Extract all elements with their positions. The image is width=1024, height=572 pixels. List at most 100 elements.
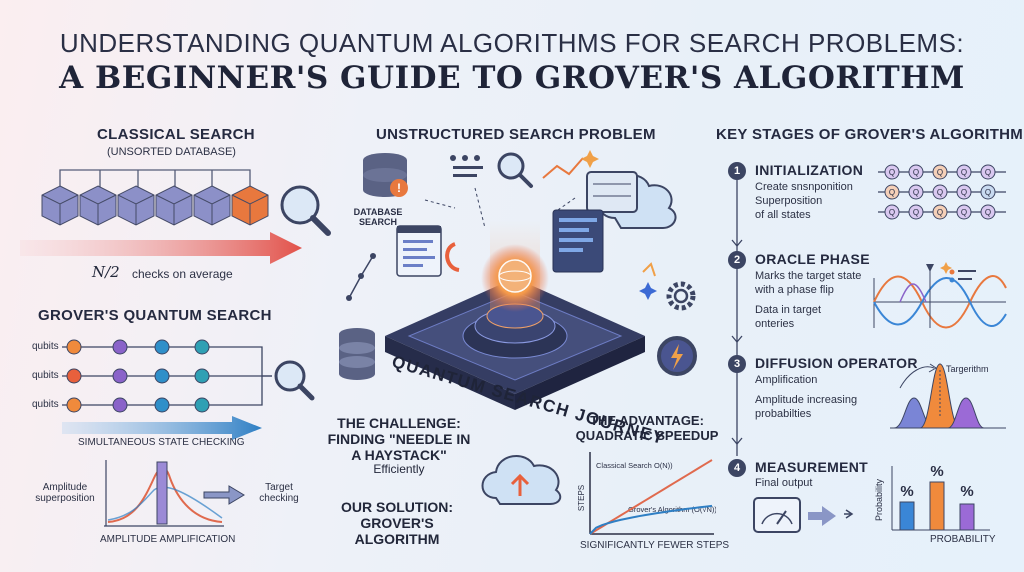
qubit-letter: Q (937, 188, 943, 197)
qubit-letter: Q (937, 208, 943, 217)
classical-diagram (20, 169, 331, 264)
stages-timeline (731, 176, 743, 456)
stage-1-number: 1 (728, 162, 746, 180)
page-title-line2: A BEGINNER'S GUIDE TO GROVER'S ALGORITHM (59, 60, 965, 96)
amp-left-label: Amplitude superposition (35, 482, 95, 504)
qubit-circuit (62, 339, 315, 440)
stage-4-title: MEASUREMENT (755, 459, 868, 475)
qubit-label-1: qubits (32, 341, 59, 352)
measurement-meter (753, 497, 854, 533)
stage-4-number: 4 (728, 459, 746, 477)
stage-3-line-1: Amplification (755, 374, 818, 386)
database-search-label: DATABASE SEARCH (353, 207, 403, 227)
database-cubes (41, 185, 269, 226)
stage-1-title: INITIALIZATION (755, 162, 864, 178)
series-line-1 (589, 504, 713, 535)
qubit-cell (908, 204, 924, 220)
cloud-upload-icon (481, 454, 562, 505)
svg-text:!: ! (397, 181, 401, 195)
lightning-gear-icon (657, 336, 697, 376)
qubit-cell (884, 164, 900, 180)
qubit-letter: Q (913, 168, 919, 177)
diffusion-peaks: Targerithm (890, 363, 1006, 429)
qubit-cell (956, 204, 972, 220)
qubit-letter: Q (889, 168, 895, 177)
page-title-line1: UNDERSTANDING QUANTUM ALGORITHMS FOR SEA… (59, 28, 965, 58)
diffusion-peak-label: Targerithm (946, 364, 989, 374)
stage-1-line-1: Create snsnponition (755, 181, 853, 193)
qubit-cell (980, 184, 996, 200)
series-label-classical: Classical Search O(N)) (596, 461, 673, 470)
qubit-letter: Q (961, 188, 967, 197)
advantage-text: THE ADVANTAGE: QUADRATIC SPEEDUP (575, 413, 719, 443)
qubit-cell (884, 184, 900, 200)
stage-3-line-4: probabilties (755, 408, 812, 420)
qubit-label-3: qubits (32, 399, 59, 410)
classical-arrow (20, 232, 302, 264)
classical-formula: N/2 (92, 263, 120, 281)
stage-1-line-2: Superposition (755, 195, 823, 207)
gear-icon (666, 281, 696, 311)
qubit-letter: Q (913, 208, 919, 217)
stage-4-line-1: Final output (755, 477, 813, 489)
qubit-letter: Q (913, 188, 919, 197)
prob-bar-1 (899, 501, 915, 531)
qubit-cell (908, 184, 924, 200)
advantage-caption: SIGNIFICANTLY FEWER STEPS (580, 540, 730, 551)
prob-percent-2: % (930, 463, 943, 480)
prob-percent-1: % (900, 483, 913, 500)
qubit-cell (980, 164, 996, 180)
classical-heading: CLASSICAL SEARCH (97, 126, 255, 143)
qubit-cell (932, 184, 948, 200)
qubit-cell (956, 184, 972, 200)
y-axis-label: STEPS (577, 485, 586, 511)
qubit-cell (884, 204, 900, 220)
probability-axis-label: Probability (874, 478, 884, 521)
classical-caption: checks on average (132, 267, 233, 281)
speedup-chart: STEPS Classical Search O(N)) Grover's Al… (577, 452, 716, 535)
probability-chart: Probability % % % (874, 463, 990, 531)
database-icon: ! (363, 153, 408, 197)
amp-right-label: Target checking (259, 482, 299, 504)
stage-3-title: DIFFUSION OPERATOR (755, 355, 918, 371)
stages-heading: KEY STAGES OF GROVER'S ALGORITHM (716, 126, 1024, 143)
qubit-letter: Q (961, 208, 967, 217)
stage-1-line-3: of all states (755, 209, 811, 221)
magnifier-icon (497, 152, 533, 188)
center-heading: UNSTRUCTURED SEARCH PROBLEM (376, 126, 656, 143)
classical-subheading: (UNSORTED DATABASE) (107, 146, 236, 158)
magnifier-icon (274, 360, 315, 401)
server-icon (586, 171, 638, 213)
qubit-cell (932, 204, 948, 220)
qubit-cell (908, 164, 924, 180)
qubit-letter: Q (961, 168, 967, 177)
challenge-text: THE CHALLENGE: FINDING "NEEDLE IN A HAYS… (327, 415, 471, 463)
stage-3-line-3: Amplitude increasing (755, 394, 858, 406)
stage-3-number: 3 (728, 355, 746, 373)
qubit-letter: Q (889, 208, 895, 217)
qubit-cell (932, 164, 948, 180)
prob-bar-3 (959, 503, 975, 531)
stage-2-line-4: Data in target (755, 304, 822, 316)
prob-bar-2 (929, 481, 945, 531)
qubit-letter: Q (937, 168, 943, 177)
qubit-letter: Q (985, 188, 991, 197)
challenge-sub: Efficiently (373, 462, 425, 476)
database-icon-large (339, 328, 375, 380)
stage-2-number: 2 (728, 251, 746, 269)
phase-flip-wave (873, 262, 1007, 329)
stage-2-line-2: with a phase flip (755, 284, 834, 296)
qubit-cell (980, 204, 996, 220)
probability-caption: PROBABILITY (930, 534, 996, 545)
quantum-platform-illustration: ! (339, 150, 697, 410)
stage-2-line-1: Marks the target state (755, 270, 862, 282)
amp-caption: AMPLITUDE AMPLIFICATION (100, 534, 236, 545)
qubit-cell (956, 164, 972, 180)
grover-search-heading: GROVER'S QUANTUM SEARCH (38, 307, 272, 324)
qubit-letter: Q (985, 168, 991, 177)
simultaneous-caption: SIMULTANEOUS STATE CHECKING (78, 437, 245, 448)
magnifier-icon (280, 185, 331, 236)
series-label-grover: Grover's Algorithm (O(√N)) (628, 505, 716, 514)
qubit-letter: Q (985, 208, 991, 217)
